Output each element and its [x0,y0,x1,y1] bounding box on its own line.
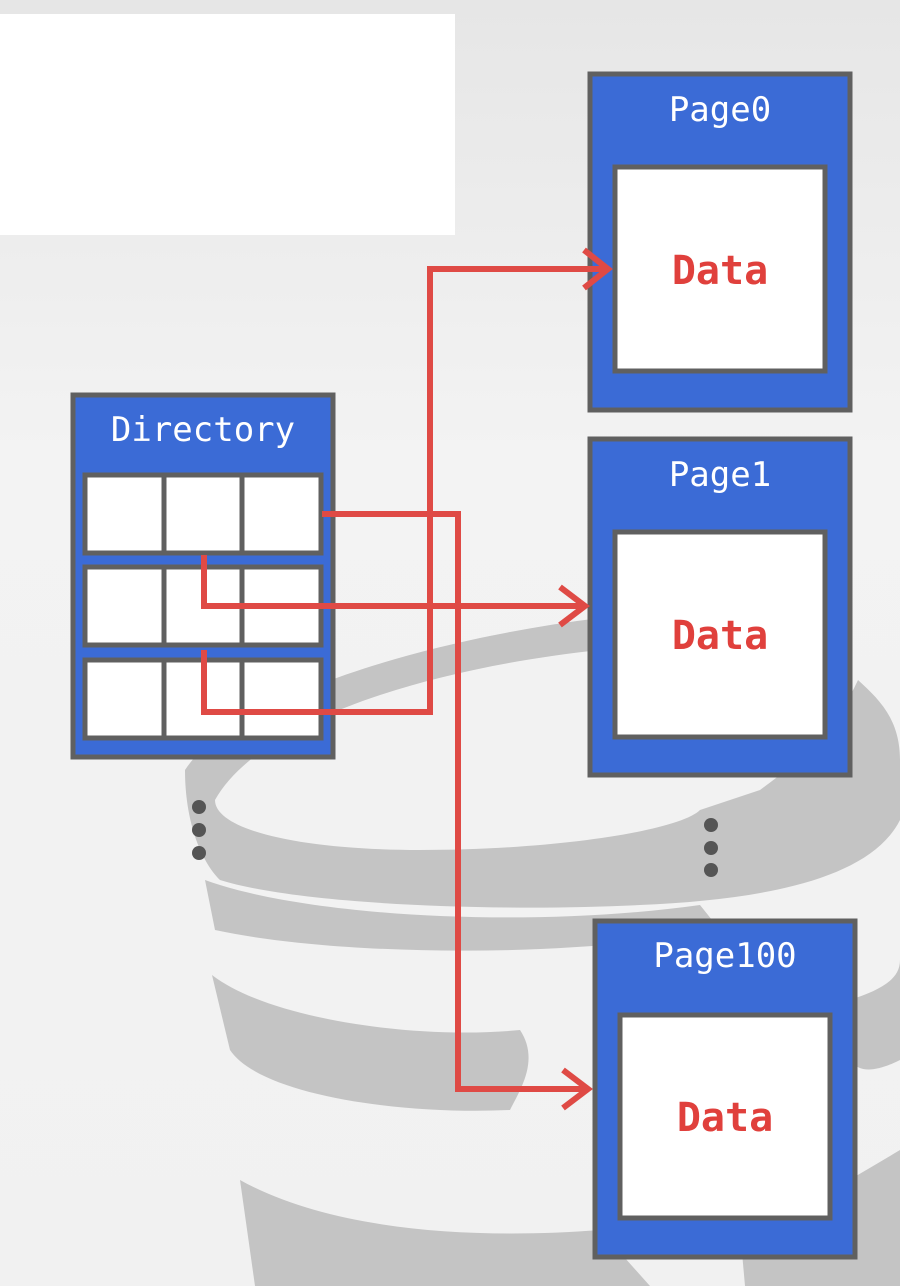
directory-title: Directory [110,410,296,450]
arrowhead-page100 [561,1067,593,1111]
page100-title: Page100 [653,936,797,976]
database-logo-watermark [185,618,900,1286]
page0-box [587,71,853,413]
arrowhead-page1 [558,584,590,628]
ellipsis-left [192,800,206,860]
page0-title: Page0 [668,90,772,130]
page0-data-label: Data [671,248,769,294]
logo-lower-band [212,975,529,1111]
ellipsis-right [704,818,718,877]
arrow-to-page100 [322,511,588,1092]
page1-data-label: Data [671,613,769,659]
page100-box [592,918,858,1260]
logo-body [205,880,720,951]
logo-bottom [240,1180,650,1286]
arrowhead-page0 [582,247,613,291]
page1-title: Page1 [668,455,772,495]
logo-top-ring [185,618,900,908]
blank-panel [0,14,455,235]
arrow-to-page0 [201,266,608,715]
page100-data-label: Data [676,1095,774,1141]
page1-box [587,436,853,778]
logo-right-swoosh [850,960,900,1070]
